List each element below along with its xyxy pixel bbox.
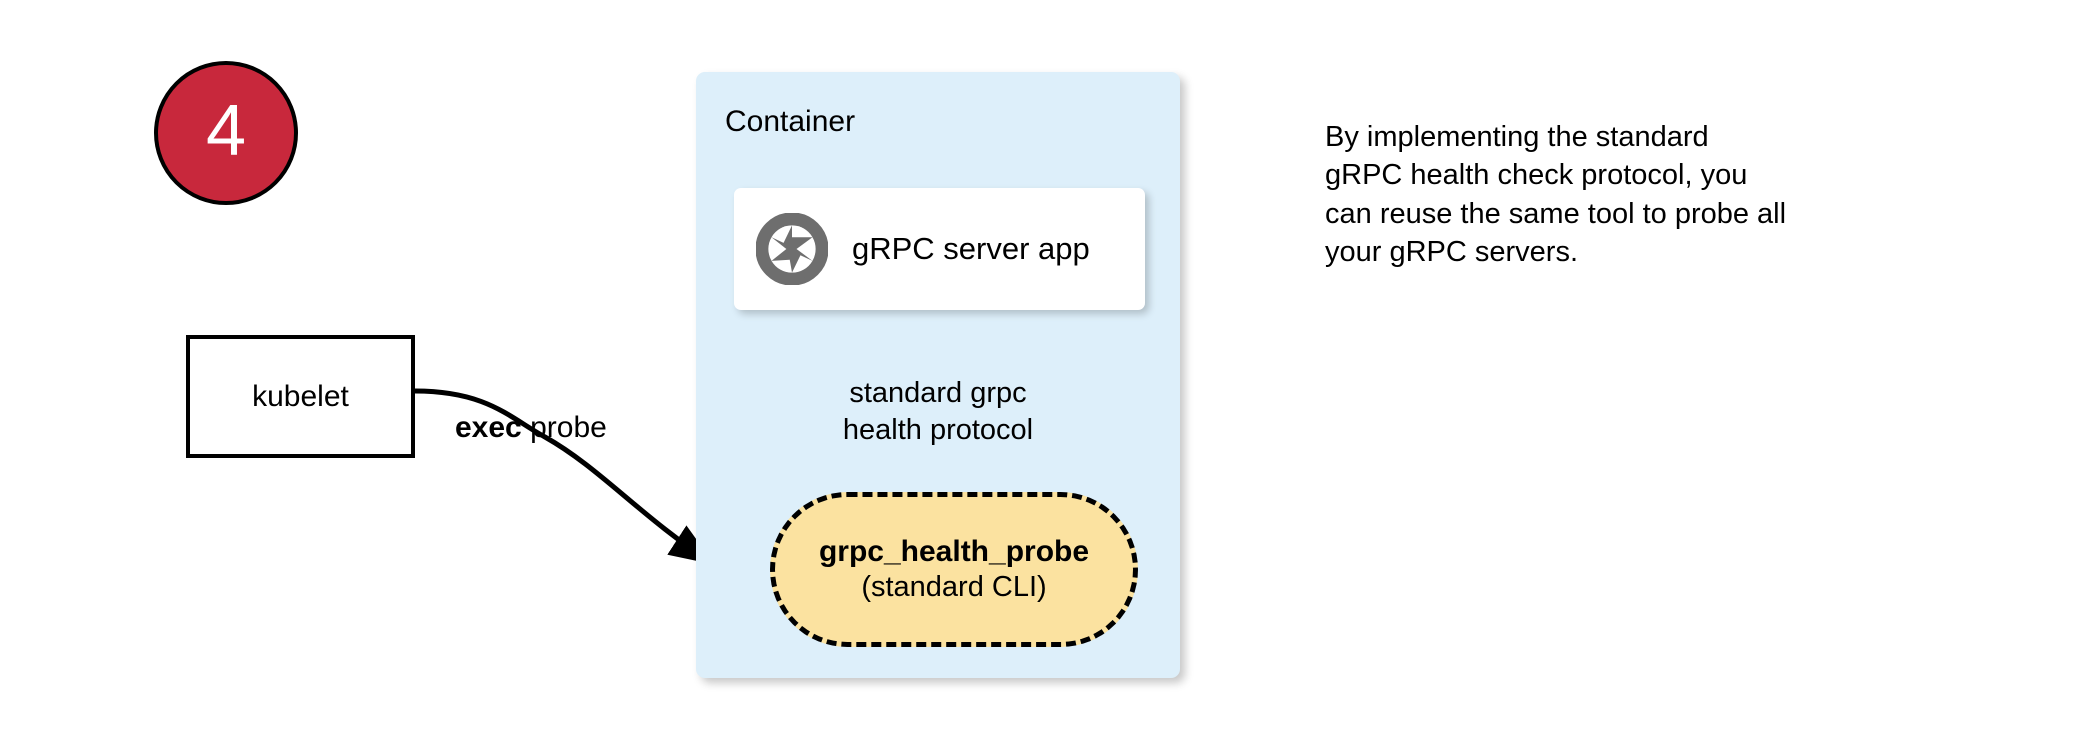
grpc-health-probe-node: grpc_health_probe (standard CLI)	[770, 492, 1138, 647]
exec-probe-arrow	[414, 388, 715, 566]
step-number-label: 4	[205, 91, 247, 171]
annotation-line: By implementing the standard	[1325, 121, 1709, 153]
grpc-health-probe-subtitle: (standard CLI)	[861, 571, 1047, 604]
grpc-server-app-label: gRPC server app	[852, 231, 1090, 267]
exec-probe-edge-label: exec probe	[455, 410, 607, 446]
kubelet-node: kubelet	[186, 335, 415, 458]
step-number-badge: 4	[154, 61, 298, 205]
container-title: Container	[725, 105, 856, 138]
exec-probe-label-strong: exec	[455, 411, 522, 444]
exec-probe-label-rest: probe	[521, 411, 607, 444]
annotation-line: can reuse the same tool to probe all	[1325, 197, 1787, 230]
annotation-text: By implementing the standard gRPC health…	[1325, 118, 1786, 271]
grpc-server-app-card: gRPC server app	[734, 188, 1145, 310]
annotation-line: your gRPC servers.	[1325, 235, 1579, 268]
grpc-health-probe-title: grpc_health_probe	[818, 534, 1090, 568]
aperture-icon	[756, 213, 828, 285]
kubelet-label: kubelet	[252, 379, 349, 413]
annotation-line: gRPC health check protocol, you	[1325, 159, 1748, 192]
